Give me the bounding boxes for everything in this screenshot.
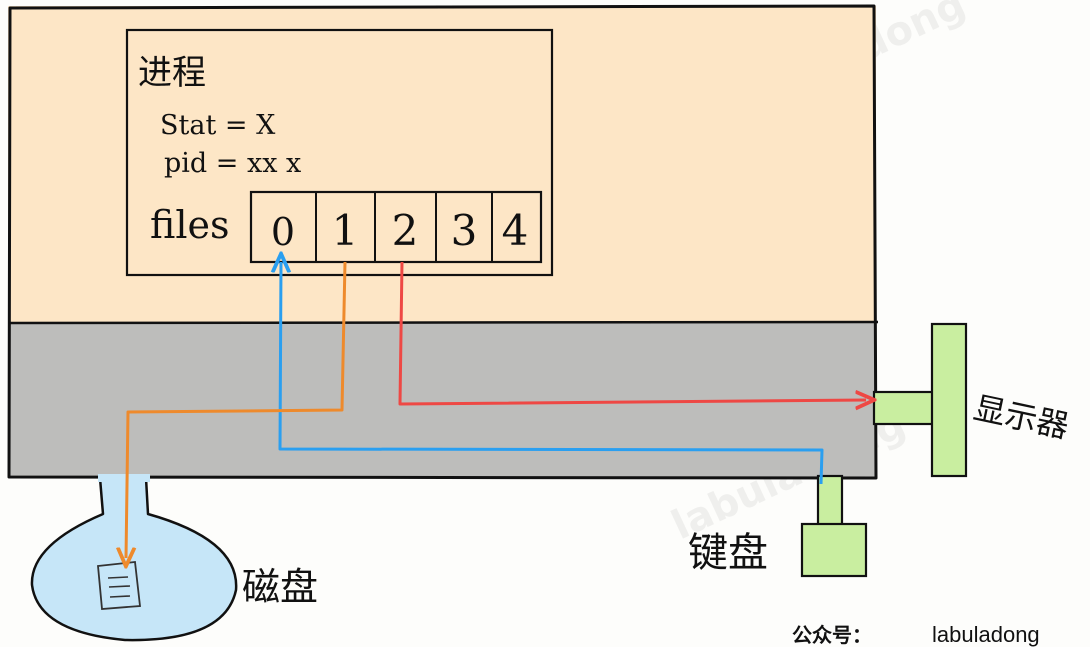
file-icon-line [107,576,129,579]
process-pid: pid = xx x [164,148,301,179]
disk-label: 磁盘 [242,565,318,609]
stderr-arrow [398,261,866,404]
fd-table: 0 1 2 3 4 [249,190,543,264]
file-icon-line [108,585,131,588]
footer-account-label: 公众号： [792,623,872,647]
monitor-device: 显示器 [872,322,1072,478]
monitor-label: 显示器 [970,389,1072,446]
fd-slot-4: 4 [502,206,529,255]
fd-slot-0: 0 [271,210,295,254]
monitor-cable [872,390,938,426]
fd-slot-2: 2 [392,206,419,255]
fd-slot-3: 3 [451,206,478,255]
keyboard-device: 键盘 [688,474,868,578]
disk-neck [98,474,150,482]
user-kernel-divider [9,320,879,325]
disk-body [30,477,238,642]
files-label: files [150,203,230,247]
file-icon-line [109,595,131,598]
process-box [125,28,554,277]
footer-account-name: labuladong [932,622,1040,647]
process-title: 进程 [138,53,206,93]
user-space-area [8,6,876,324]
fd-table-frame [249,190,543,264]
keyboard-label: 键盘 [688,530,768,576]
disk-device: 磁盘 [30,474,318,642]
stdin-arrow [280,262,824,485]
fd-slot-1: 1 [332,206,359,255]
stdout-arrow [126,261,347,558]
process-state: Stat = X [160,110,276,141]
keyboard-body [800,522,868,578]
machine-outline [7,4,878,480]
monitor-body [930,322,968,478]
